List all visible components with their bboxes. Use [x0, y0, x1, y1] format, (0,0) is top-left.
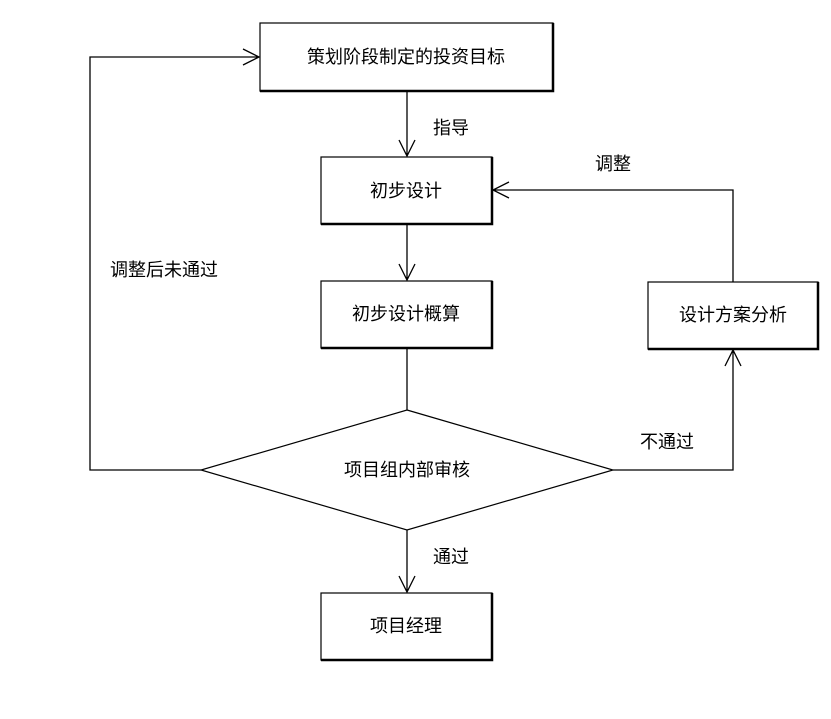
node-manager-label: 项目经理 [370, 616, 442, 637]
node-prelim-estimate-label: 初步设计概算 [352, 304, 460, 325]
node-review-label: 项目组内部审核 [344, 460, 470, 481]
node-review-decision: 项目组内部审核 [198, 409, 616, 531]
arrow-target-to-design [398, 91, 416, 158]
edge-label-passed: 通过 [433, 547, 469, 568]
edge-label-adjust: 调整 [595, 154, 631, 175]
node-scheme-analysis-label: 设计方案分析 [679, 305, 787, 326]
arrow-review-to-manager [398, 530, 416, 594]
arrow-analysis-to-design [491, 181, 734, 282]
node-prelim-design: 初步设计 [320, 156, 494, 226]
edge-label-adjusted-not-passed: 调整后未通过 [110, 260, 218, 281]
node-prelim-estimate: 初步设计概算 [320, 280, 494, 350]
arrow-review-loop-to-target [89, 48, 261, 471]
node-target-label: 策划阶段制定的投资目标 [307, 47, 505, 68]
node-manager: 项目经理 [320, 592, 494, 662]
edge-label-guide: 指导 [433, 118, 469, 139]
node-target: 策划阶段制定的投资目标 [259, 22, 555, 93]
node-scheme-analysis: 设计方案分析 [647, 281, 820, 351]
node-prelim-design-label: 初步设计 [370, 181, 442, 202]
edge-label-not-passed: 不通过 [640, 432, 694, 453]
arrow-design-to-estimate [398, 224, 416, 282]
